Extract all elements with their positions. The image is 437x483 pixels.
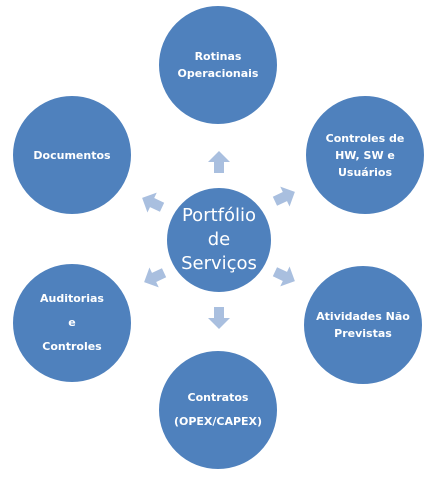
node-controles-hw-sw-usuarios-label-line: Usuários [337,165,393,179]
node-auditorias-e-controles-label-line: Auditorias [40,292,104,305]
node-atividades-nao-previstas-label-line: Atividades Não [316,310,410,323]
center-node [165,186,273,294]
center-node-label-line: Serviços [181,253,257,274]
node-rotinas-operacionais-label-line: Operacionais [177,67,259,80]
node-rotinas-operacionais-label-line: Rotinas [194,50,242,63]
center-node-label-line: de [207,229,231,250]
node-auditorias-e-controles-label-line: e [68,316,76,329]
arrow-documentos [142,192,165,213]
node-contratos-opex-capex-label-line: Contratos [187,391,249,404]
node-controles-hw-sw-usuarios [304,94,426,216]
node-auditorias-e-controles-label-line: Controles [42,340,102,353]
arrow-controles-hw-sw-usuarios [272,186,295,207]
arrow-rotinas-operacionais [208,151,230,173]
node-documentos-label-line: Documentos [33,148,111,162]
arrow-contratos-opex-capex [208,307,230,329]
node-controles-hw-sw-usuarios-label: Controles de HW, SW e Usuários [305,95,425,215]
node-documentos-label: Documentos [12,95,132,215]
node-controles-hw-sw-usuarios-label-line: HW, SW e [335,148,395,162]
node-contratos-opex-capex [157,349,279,471]
node-controles-hw-sw-usuarios-label-line: Controles de [325,131,405,145]
arrow-auditorias-e-controles [144,267,167,288]
center-node-label-line: Portfólio [181,205,257,226]
node-contratos-opex-capex-label: Contratos (OPEX/CAPEX) [158,350,278,470]
node-atividades-nao-previstas-label-line: Previstas [334,327,392,340]
node-documentos [11,94,133,216]
node-atividades-nao-previstas [302,264,424,386]
node-rotinas-operacionais [157,4,279,126]
arrow-atividades-nao-previstas [272,266,295,287]
node-auditorias-e-controles [11,262,133,384]
node-contratos-opex-capex-label-line: (OPEX/CAPEX) [173,415,263,428]
